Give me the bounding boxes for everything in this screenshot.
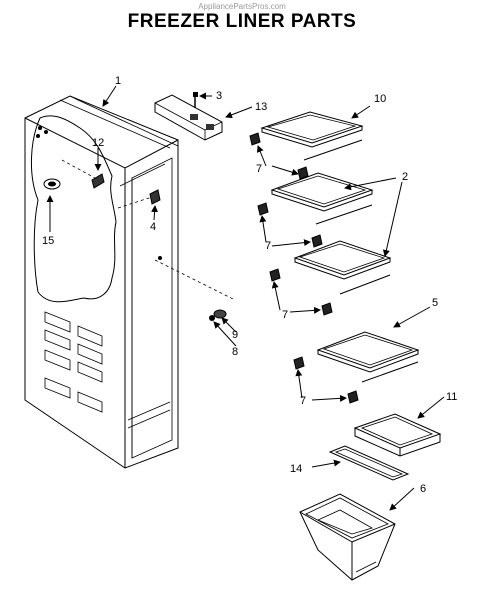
callout-labels: 1 2 3 4 5 6 7 7 7 7 8 9 10 11 12 13 14 1… [42, 75, 457, 495]
callout-8: 8 [232, 346, 238, 358]
part-8-screw [209, 315, 215, 321]
freezer-liner [24, 95, 179, 469]
callout-10: 10 [374, 93, 386, 105]
callout-13: 13 [255, 101, 267, 113]
callout-3: 3 [216, 90, 222, 102]
part-4-bracket [149, 189, 161, 205]
leader-lines [46, 85, 445, 511]
shelf-clips [249, 132, 359, 404]
shelf-2-lower [293, 240, 392, 295]
callout-1: 1 [115, 75, 121, 87]
part-13-bracket [154, 94, 223, 141]
callout-6: 6 [420, 483, 426, 495]
part-11-frame [353, 413, 442, 457]
shelf-10 [260, 111, 364, 161]
callout-7-a: 7 [256, 163, 262, 175]
part-12-clip [91, 173, 105, 189]
watermark: AppliancePartsPros.com [198, 2, 286, 11]
callout-7-b: 7 [265, 240, 271, 252]
part-3-screw [193, 92, 198, 108]
callout-4: 4 [150, 221, 156, 233]
callout-7-d: 7 [300, 395, 306, 407]
callout-7-c: 7 [282, 309, 288, 321]
part-9-bushing [213, 309, 227, 319]
shelf-5 [316, 331, 420, 383]
shelf-2-upper [270, 172, 374, 225]
part-14-cover [328, 445, 410, 481]
page-title: FREEZER LINER PARTS [127, 11, 357, 32]
callout-5: 5 [432, 297, 438, 309]
callout-15: 15 [42, 235, 54, 247]
callout-9: 9 [232, 329, 238, 341]
callout-2: 2 [402, 171, 408, 183]
callout-12: 12 [92, 137, 104, 149]
part-15-switch [43, 178, 61, 190]
callout-11: 11 [446, 391, 457, 403]
part-6-bin [299, 493, 396, 581]
callout-14: 14 [290, 463, 302, 475]
